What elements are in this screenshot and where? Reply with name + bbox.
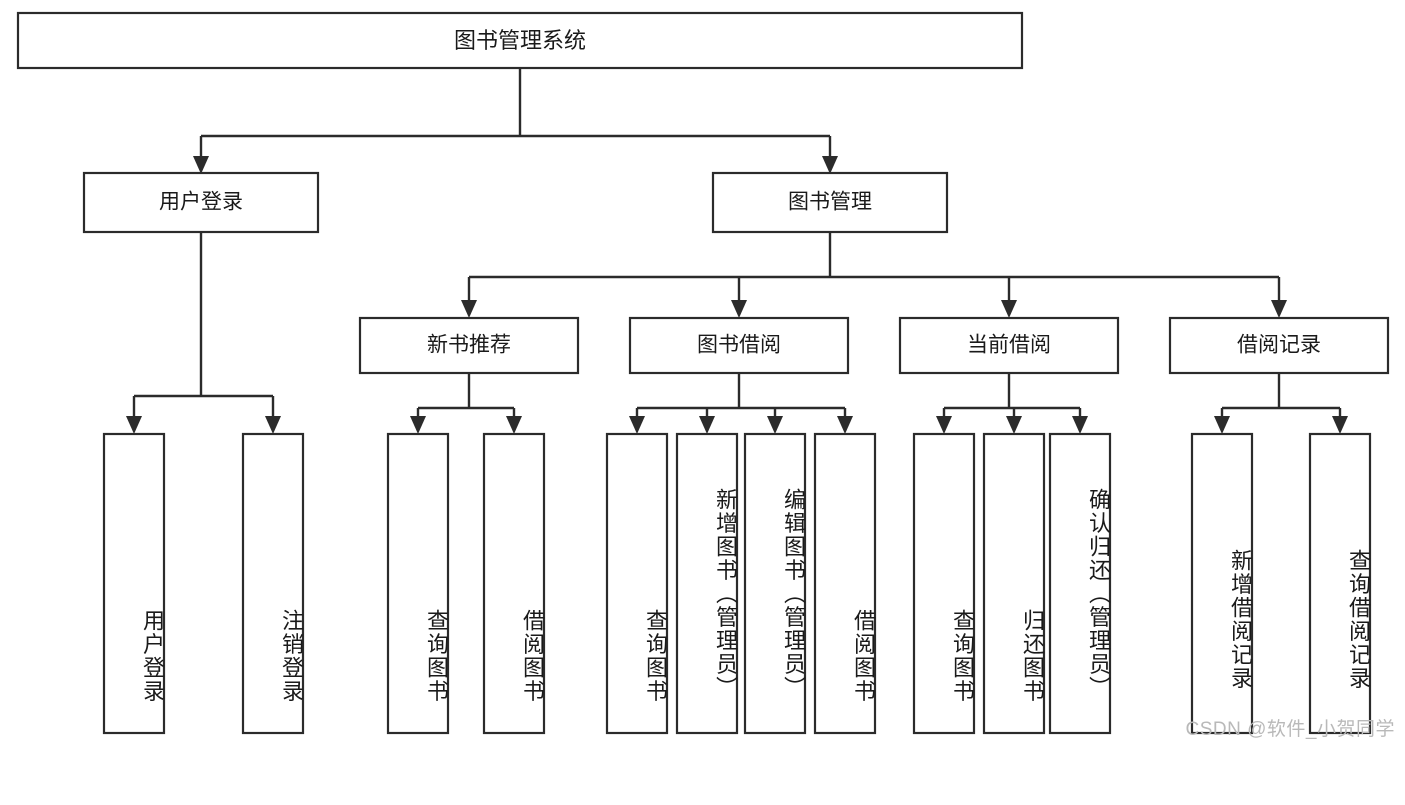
- node-borrow-record[interactable]: 借阅记录: [1168, 316, 1390, 375]
- node-box-leaf-confirm-return[interactable]: [1048, 432, 1112, 735]
- node-new-book-recommend[interactable]: 新书推荐: [358, 316, 580, 375]
- node-box-borrow-record[interactable]: [1168, 316, 1390, 375]
- arrow-head-leaf-edit-book: [767, 416, 783, 434]
- arrow-head-leaf-query-record: [1332, 416, 1348, 434]
- connector-user-login-to-leaves: [126, 232, 281, 434]
- node-box-leaf-edit-book[interactable]: [743, 432, 807, 735]
- node-box-leaf-query-record[interactable]: [1308, 432, 1372, 735]
- node-box-leaf-add-book[interactable]: [675, 432, 739, 735]
- arrow-head-leaf-query-book-1: [410, 416, 426, 434]
- arrow-head-leaf-return-book: [1006, 416, 1022, 434]
- arrow-head-user-login: [193, 156, 209, 174]
- node-book-manage[interactable]: 图书管理: [711, 171, 949, 234]
- connector-book-manage-to-level3: [461, 232, 1287, 318]
- node-box-book-borrow[interactable]: [628, 316, 850, 375]
- node-box-current-borrow[interactable]: [898, 316, 1120, 375]
- connector-root-to-level2: [193, 68, 838, 174]
- arrow-head-leaf-query-book-2: [629, 416, 645, 434]
- arrow-head-book-manage: [822, 156, 838, 174]
- node-current-borrow[interactable]: 当前借阅: [898, 316, 1120, 375]
- node-root-system[interactable]: 图书管理系统: [16, 11, 1024, 70]
- arrow-head-leaf-borrow-book-1: [506, 416, 522, 434]
- node-label-book-manage: 图书管理: [788, 191, 872, 214]
- node-label-new-book-recommend: 新书推荐: [427, 334, 511, 357]
- watermark-text: CSDN @软件_小贺同学: [1185, 719, 1395, 740]
- connector-new-book-recommend-to-leaves: [410, 373, 522, 434]
- leaf-node-boxes: [102, 432, 1372, 735]
- node-box-leaf-query-book-2[interactable]: [605, 432, 669, 735]
- node-book-borrow[interactable]: 图书借阅: [628, 316, 850, 375]
- node-box-user-login[interactable]: [82, 171, 320, 234]
- arrow-head-leaf-add-book: [699, 416, 715, 434]
- arrow-head-book-borrow: [731, 300, 747, 318]
- arrow-head-leaf-user-login: [126, 416, 142, 434]
- node-label-book-borrow: 图书借阅: [697, 334, 781, 357]
- arrow-head-leaf-borrow-book-2: [837, 416, 853, 434]
- connector-book-borrow-to-leaves: [629, 373, 853, 434]
- node-label-borrow-record: 借阅记录: [1237, 334, 1321, 357]
- node-box-new-book-recommend[interactable]: [358, 316, 580, 375]
- node-box-leaf-user-login[interactable]: [102, 432, 166, 735]
- node-label-current-borrow: 当前借阅: [967, 334, 1051, 357]
- node-box-book-manage[interactable]: [711, 171, 949, 234]
- diagram-canvas-root: 图书管理系统 用户登录 图书管理 新书推荐 图书借阅 当前借阅 借阅记录: [16, 11, 1395, 740]
- node-box-root[interactable]: [16, 11, 1024, 70]
- hierarchy-diagram-svg: 图书管理系统 用户登录 图书管理 新书推荐 图书借阅 当前借阅 借阅记录: [16, 11, 1390, 735]
- arrow-head-leaf-add-record: [1214, 416, 1230, 434]
- node-label-user-login: 用户登录: [159, 191, 243, 214]
- arrow-head-borrow-record: [1271, 300, 1287, 318]
- connector-current-borrow-to-leaves: [936, 373, 1088, 434]
- node-box-leaf-query-book-1[interactable]: [386, 432, 450, 735]
- node-box-leaf-add-record[interactable]: [1190, 432, 1254, 735]
- node-box-leaf-return-book[interactable]: [982, 432, 1046, 735]
- arrow-head-current-borrow: [1001, 300, 1017, 318]
- node-box-leaf-query-book-3[interactable]: [912, 432, 976, 735]
- node-box-leaf-borrow-book-2[interactable]: [813, 432, 877, 735]
- arrow-head-leaf-logout: [265, 416, 281, 434]
- node-user-login[interactable]: 用户登录: [82, 171, 320, 234]
- connector-borrow-record-to-leaves: [1214, 373, 1348, 434]
- node-label-root: 图书管理系统: [454, 28, 586, 53]
- arrow-head-leaf-confirm-return: [1072, 416, 1088, 434]
- arrow-head-new-book-recommend: [461, 300, 477, 318]
- node-box-leaf-borrow-book-1[interactable]: [482, 432, 546, 735]
- arrow-head-leaf-query-book-3: [936, 416, 952, 434]
- node-box-leaf-logout[interactable]: [241, 432, 305, 735]
